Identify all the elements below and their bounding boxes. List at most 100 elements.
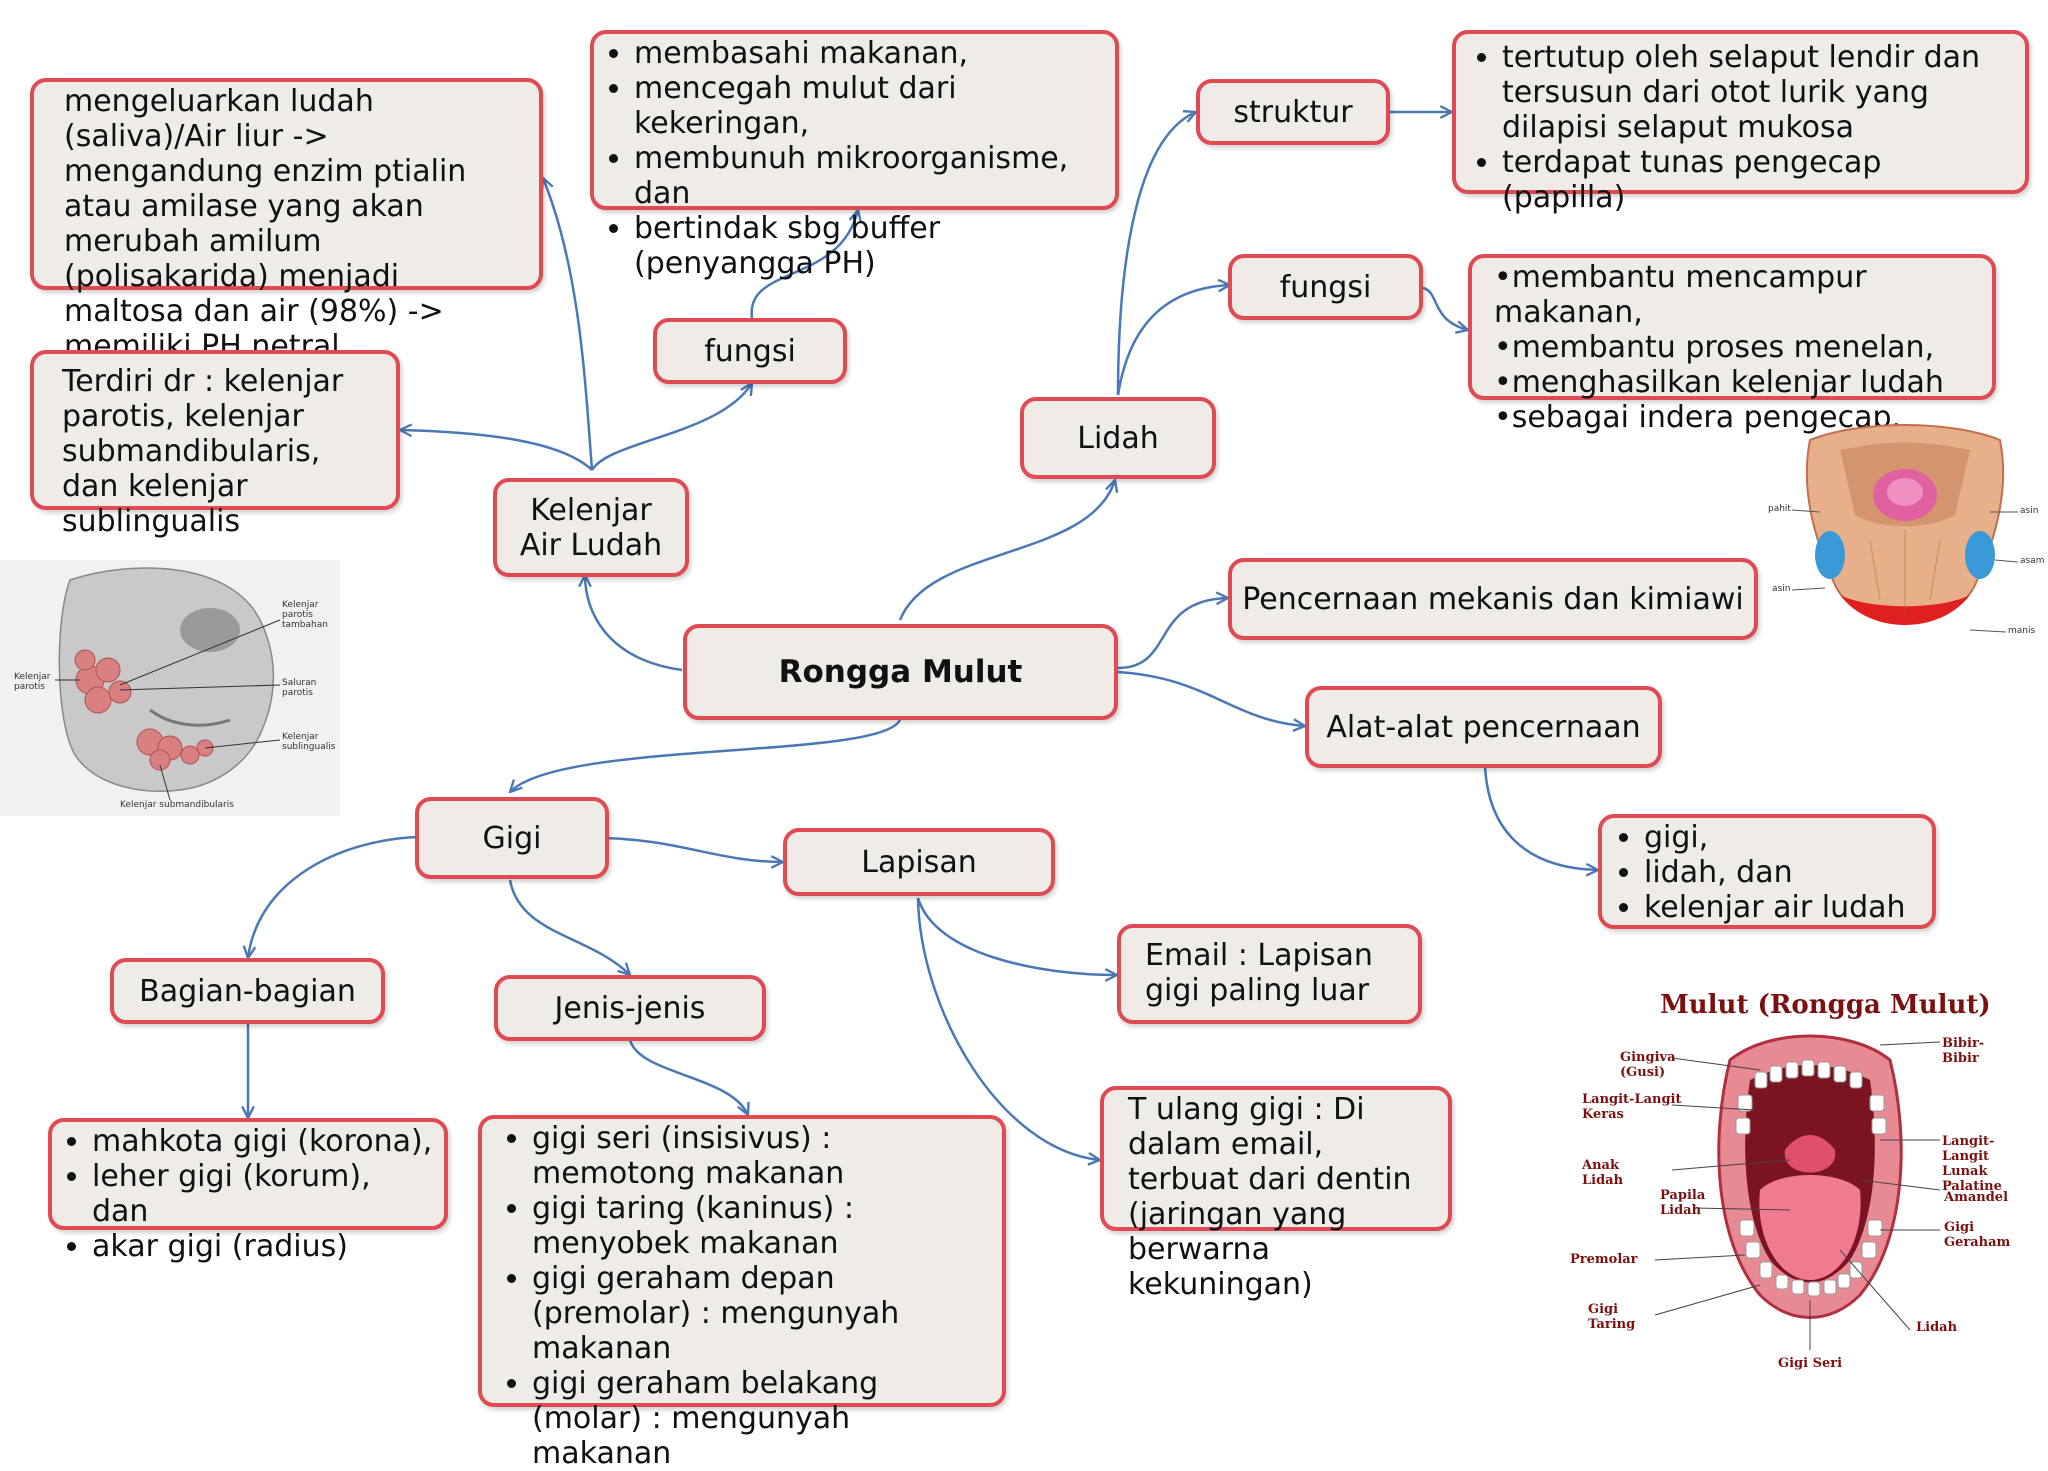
kelenjar-fungsi-node[interactable]: fungsi [653, 318, 847, 384]
tongue-label-pahit: pahit [1768, 504, 1791, 514]
list-item: •sebagai indera pengecap. [1494, 400, 1902, 435]
bagian-node[interactable]: Bagian-bagian [110, 958, 385, 1024]
edge-fungsi-lidah-items [1422, 286, 1468, 330]
gland-label-submandibularis: Kelenjar submandibularis [120, 800, 234, 810]
list-item: •menghasilkan kelenjar ludah [1494, 365, 1944, 400]
edge-lidah-fungsi [1116, 285, 1230, 396]
edge-root-pencernaan [1117, 598, 1228, 670]
root-node[interactable]: Rongga Mulut [683, 624, 1118, 720]
email-text: Email : Lapisan gigi paling luar [1145, 938, 1373, 1008]
list-item: mahkota gigi (korona), [92, 1124, 436, 1159]
tongue-label-asam: asam [2020, 556, 2045, 566]
gland-label-sublingualis: Kelenjar sublingualis [282, 732, 336, 752]
edge-kelenjar-saliva [543, 178, 594, 471]
edge-lapisan-email [916, 897, 1117, 975]
gland-label-parotis-tambahan: Kelenjar parotis tambahan [282, 600, 328, 630]
lidah-fungsi-label: fungsi [1279, 269, 1372, 305]
edge-kelenjar-terdiri [400, 430, 593, 471]
email-node[interactable]: Email : Lapisan gigi paling luar [1117, 924, 1422, 1024]
tulang-text: T ulang gigi : Di dalam email, terbuat d… [1128, 1092, 1412, 1302]
edge-kelenjar-fungsi [590, 383, 752, 471]
list-item: tertutup oleh selaput lendir dan tersusu… [1502, 40, 2007, 145]
mouth-label-seri: Gigi Seri [1778, 1356, 1843, 1371]
tulang-node[interactable]: T ulang gigi : Di dalam email, terbuat d… [1100, 1086, 1452, 1302]
saliva-text: mengeluarkan ludah (saliva)/Air liur -> … [64, 84, 467, 364]
connector-layer [0, 0, 2048, 1418]
list-item: leher gigi (korum), dan [92, 1159, 436, 1229]
kelenjar-node[interactable]: Kelenjar Air Ludah [493, 478, 689, 577]
mouth-label-langit-lunak: Langit-Langit Lunak Palatine [1942, 1134, 2002, 1194]
edge-root-lidah [898, 480, 1115, 621]
edge-fungsi-items [750, 210, 858, 319]
saliva-node[interactable]: mengeluarkan ludah (saliva)/Air liur -> … [30, 78, 543, 364]
mouth-label-bibir: Bibir-Bibir [1942, 1036, 1985, 1066]
lapisan-node[interactable]: Lapisan [783, 828, 1055, 896]
list-item: lidah, dan [1644, 855, 1922, 890]
bagian-label: Bagian-bagian [139, 973, 356, 1009]
alat-label: Alat-alat pencernaan [1326, 709, 1641, 745]
edge-lapisan-tulang [916, 897, 1100, 1160]
list-item: membunuh mikroorganisme, dan [634, 141, 1097, 211]
tongue-label-manis: manis [2008, 626, 2036, 636]
mouth-diagram-image: Mulut (Rongga Mulut) [1560, 990, 2040, 1390]
mouth-label-gingiva: Gingiva (Gusi) [1620, 1050, 1676, 1080]
kelenjar-title-line1: Kelenjar [530, 492, 652, 528]
lidah-label: Lidah [1077, 420, 1159, 456]
terdiri-node[interactable]: Terdiri dr : kelenjar parotis, kelenjar … [30, 350, 400, 539]
list-item: gigi geraham belakang (molar) : mengunya… [532, 1366, 988, 1471]
gland-label-saluran: Saluran parotis [282, 678, 317, 698]
mouth-label-geraham: Gigi Geraham [1944, 1220, 2011, 1250]
mouth-label-papila: Papila Lidah [1660, 1188, 1706, 1218]
list-item: akar gigi (radius) [92, 1229, 436, 1264]
tongue-taste-map-image: pahit asin asam asin manis [1768, 420, 2045, 650]
list-item: kelenjar air ludah [1644, 890, 1922, 925]
gigi-label: Gigi [482, 820, 542, 856]
pencernaan-label: Pencernaan mekanis dan kimiawi [1242, 581, 1744, 617]
skull-icon [55, 567, 281, 801]
list-item: •membantu mencampur makanan, [1494, 260, 1867, 330]
alat-items-node[interactable]: gigi, lidah, dan kelenjar air ludah [1598, 814, 1936, 929]
list-item: gigi, [1644, 820, 1922, 855]
edge-root-gigi [510, 719, 902, 792]
mouth-label-taring: Gigi Taring [1588, 1302, 1636, 1332]
edge-jenis-items [628, 1039, 748, 1115]
lidah-node[interactable]: Lidah [1020, 397, 1216, 479]
jenis-node[interactable]: Jenis-jenis [494, 975, 766, 1041]
mouth-label-anak-lidah: Anak Lidah [1582, 1158, 1624, 1188]
kelenjar-fungsi-label: fungsi [704, 333, 796, 369]
mouth-image-title: Mulut (Rongga Mulut) [1660, 990, 1991, 1020]
jenis-items-node[interactable]: gigi seri (insisivus) : memotong makanan… [478, 1115, 1006, 1471]
list-item: gigi geraham depan (premolar) : mengunya… [532, 1261, 988, 1366]
pencernaan-node[interactable]: Pencernaan mekanis dan kimiawi [1228, 558, 1758, 640]
lidah-struktur-items-node[interactable]: tertutup oleh selaput lendir dan tersusu… [1452, 30, 2029, 215]
gland-label-parotis: Kelenjar parotis [14, 672, 51, 692]
mouth-label-langit-keras: Langit-Langit Keras [1582, 1092, 1682, 1122]
alat-node[interactable]: Alat-alat pencernaan [1305, 686, 1662, 768]
terdiri-text: Terdiri dr : kelenjar parotis, kelenjar … [62, 364, 344, 539]
edge-root-kelenjar [585, 575, 683, 672]
mouth-label-lidah: Lidah [1916, 1320, 1958, 1335]
kelenjar-title-line2: Air Ludah [519, 527, 663, 563]
lidah-fungsi-node[interactable]: fungsi [1228, 254, 1423, 320]
lidah-struktur-node[interactable]: struktur [1196, 79, 1390, 145]
list-item: mencegah mulut dari kekeringan, [634, 71, 1097, 141]
edge-gigi-lapisan [604, 836, 783, 862]
mouth-label-amandel: Amandel [1944, 1190, 2009, 1205]
mouth-icon [1654, 1034, 1941, 1350]
kelenjar-fungsi-items-node[interactable]: membasahi makanan, mencegah mulut dari k… [590, 30, 1119, 281]
tongue-icon [1791, 424, 2019, 633]
edge-gigi-jenis [508, 879, 630, 975]
list-item: terdapat tunas pengecap (papilla) [1502, 145, 2007, 215]
list-item: bertindak sbg buffer (penyangga PH) [634, 211, 1097, 281]
mouth-label-premolar: Premolar [1570, 1252, 1638, 1267]
gigi-node[interactable]: Gigi [415, 797, 609, 879]
lapisan-label: Lapisan [861, 844, 977, 880]
edge-root-alat [1117, 670, 1305, 726]
list-item: gigi taring (kaninus) : menyobek makanan [532, 1191, 988, 1261]
list-item: •membantu proses menelan, [1494, 330, 1935, 365]
lidah-fungsi-items-node[interactable]: •membantu mencampur makanan, •membantu p… [1468, 254, 1996, 435]
list-item: membasahi makanan, [634, 36, 1097, 71]
root-label: Rongga Mulut [778, 653, 1023, 690]
lidah-struktur-label: struktur [1233, 94, 1353, 130]
bagian-items-node[interactable]: mahkota gigi (korona), leher gigi (korum… [48, 1118, 448, 1264]
